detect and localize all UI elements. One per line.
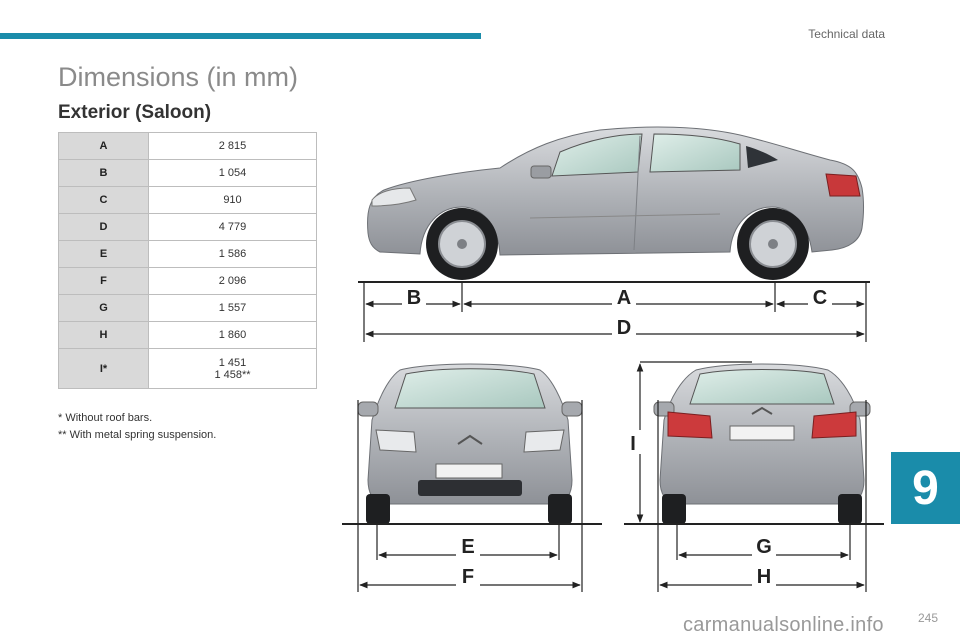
dim-value: 1 586 xyxy=(148,240,317,268)
footnote-suspension: ** With metal spring suspension. xyxy=(58,429,217,441)
footnote-roof-bars: * Without roof bars. xyxy=(58,412,153,424)
dim-value: 1 557 xyxy=(148,294,317,322)
page-subtitle: Exterior (Saloon) xyxy=(58,102,212,123)
dim-value: 2 815 xyxy=(148,132,317,160)
chapter-tab: 9 xyxy=(891,452,960,524)
label-d: D xyxy=(617,317,631,339)
dim-value: 910 xyxy=(148,186,317,214)
dim-key: D xyxy=(58,213,149,241)
dim-key: F xyxy=(58,267,149,295)
label-h: H xyxy=(757,566,771,588)
header-accent-bar xyxy=(0,33,481,39)
label-c: C xyxy=(813,287,827,309)
dim-key: B xyxy=(58,159,149,187)
footnotes: * Without roof bars. ** With metal sprin… xyxy=(58,410,216,444)
section-title: Technical data xyxy=(808,27,885,41)
page-title: Dimensions (in mm) xyxy=(58,62,299,92)
dim-value-line1: 1 451 xyxy=(218,356,247,369)
label-i: I xyxy=(630,433,636,455)
car-rear-view xyxy=(653,363,871,524)
page-number: 245 xyxy=(917,611,938,625)
label-a: A xyxy=(617,287,631,309)
dim-key: A xyxy=(58,132,149,160)
watermark-text: carmanualsonline.info xyxy=(683,614,884,636)
dim-key: G xyxy=(58,294,149,322)
dim-key: E xyxy=(58,240,149,268)
car-side-view xyxy=(367,126,864,280)
label-e: E xyxy=(461,536,474,558)
dim-key: H xyxy=(58,321,149,349)
car-front-view xyxy=(357,363,583,524)
label-f: F xyxy=(462,566,474,588)
label-g: G xyxy=(756,536,772,558)
label-b: B xyxy=(407,287,421,309)
dim-value-line2: 1 458** xyxy=(214,368,251,381)
